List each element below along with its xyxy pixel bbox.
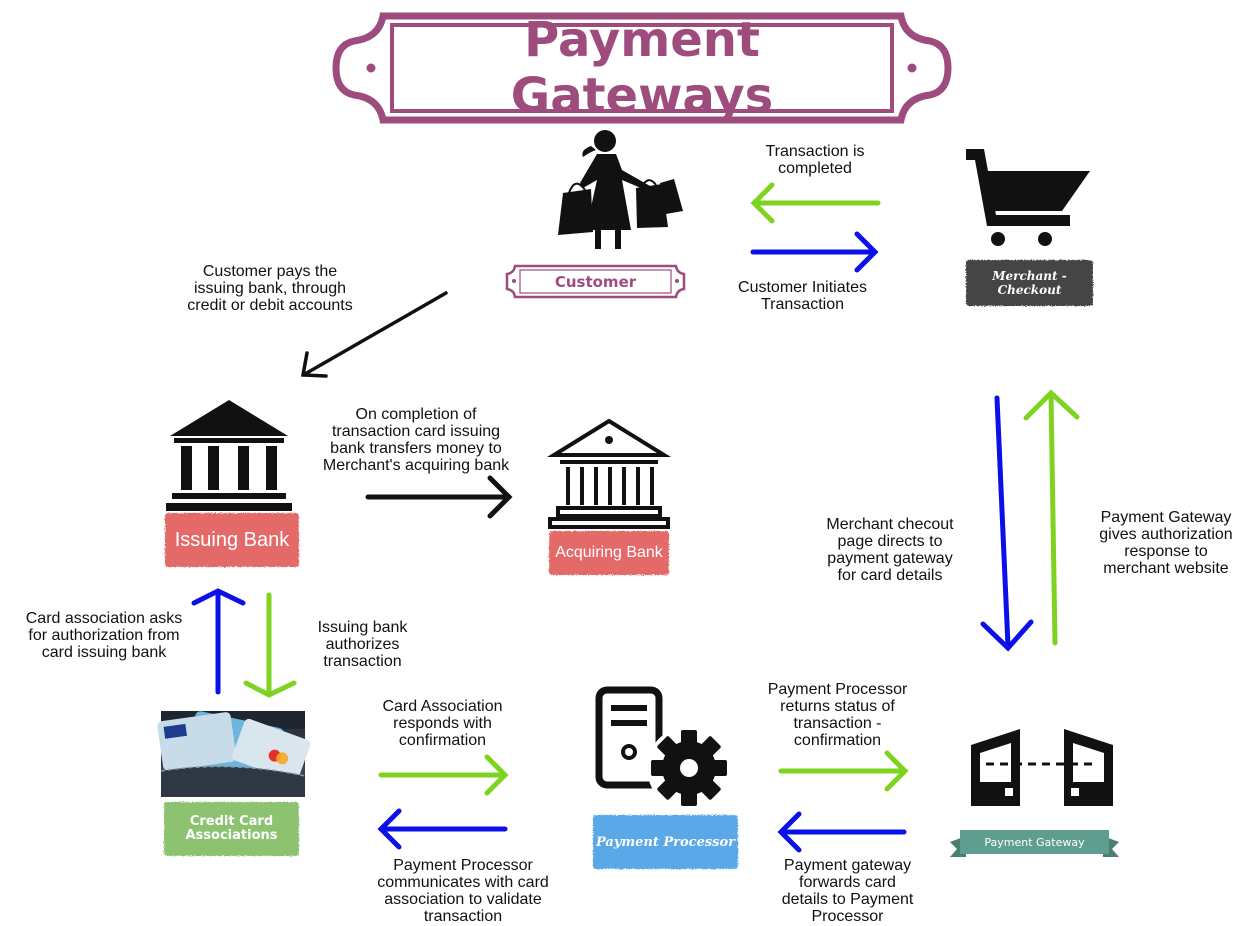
issuing-bank-tag [165,513,299,567]
caption-gateway-response: Payment Gateway gives authorization resp… [1099,509,1233,577]
arrow-customer-pays [300,291,448,378]
title-frame [332,12,952,124]
arrow-processor-communicates [377,808,508,850]
arrow-issuing-authorizes [243,592,297,698]
arrow-processor-returns [778,750,909,792]
caption-gateway-forwards: Payment gateway forwards card details to… [781,857,914,925]
arrow-association-asks [191,588,246,695]
arrow-checkout-to-gateway [980,395,1034,652]
payment-gateway-ribbon [950,830,1119,857]
shopping-cart-icon [966,149,1090,246]
arrow-transaction-completed [750,182,881,224]
customer-label: Customer [554,272,637,291]
diagram-title: Payment Gateways [510,12,774,124]
server-gear-icon [595,686,731,810]
payment-processor-label: Payment Processor [595,834,736,850]
arrow-association-responds [378,754,509,796]
issuing-bank-icon [166,400,292,511]
caption-customer-initiates: Customer Initiates Transaction [738,279,867,313]
payment-gateway-label: Payment Gateway [984,835,1085,849]
caption-transaction-completed: Transaction is completed [765,143,865,177]
acquiring-bank-label: Acquiring Bank [555,544,663,561]
issuing-bank-label: Issuing Bank [174,528,290,551]
shopper-icon [558,130,683,249]
credit-card-associations-tag [164,802,299,856]
customer-tag [505,264,686,299]
arrow-customer-initiates [750,231,879,273]
acquiring-bank-icon [546,418,672,529]
caption-completion-transfer: On completion of transaction card issuin… [322,406,510,474]
merchant-checkout-label: Merchant - Checkout [992,269,1067,297]
caption-customer-pays: Customer pays the issuing bank, through … [187,263,353,314]
caption-issuing-authorizes: Issuing bank authorizes transaction [317,619,408,670]
caption-association-responds: Card Association responds with confirmat… [382,698,503,749]
caption-association-asks: Card association asks for authorization … [25,610,183,661]
merchant-tag [966,260,1093,306]
caption-checkout-directs: Merchant checout page directs to payment… [826,516,954,584]
caption-processor-returns: Payment Processor returns status of tran… [767,681,908,749]
arrow-gateway-forwards [777,811,907,853]
arrow-bank-transfer [365,475,513,519]
acquiring-bank-tag [549,531,669,575]
credit-cards-photo [157,711,311,797]
payment-processor-tag [593,815,738,869]
caption-processor-communicates: Payment Processor communicates with card… [377,857,549,925]
arrow-gateway-response [1023,389,1080,646]
gateway-icon [971,729,1113,806]
credit-card-associations-label: Credit Card Associations [185,814,278,843]
